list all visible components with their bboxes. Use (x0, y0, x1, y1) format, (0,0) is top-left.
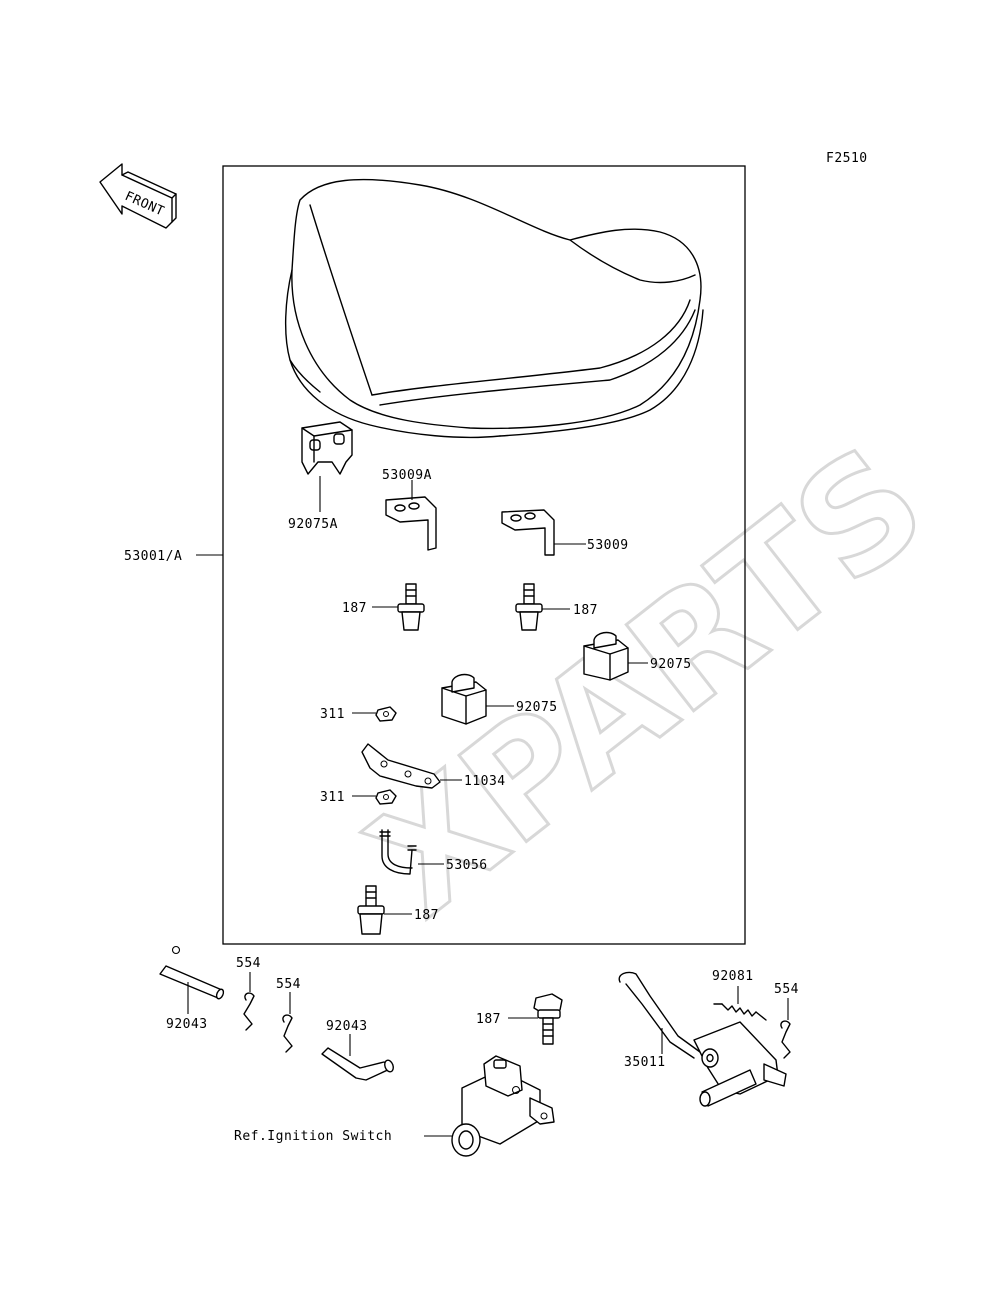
nut-311-lower-icon (375, 789, 397, 805)
pin-554-2-icon (282, 1014, 293, 1053)
bracket-53009a-icon (385, 496, 437, 551)
ignition-switch-icon (451, 1055, 555, 1157)
front-arrow-label: FRONT (122, 189, 166, 220)
label-53009a: 53009A (382, 468, 432, 483)
spring-92081-icon (713, 1003, 767, 1021)
hose-92043-left-icon (159, 945, 225, 1000)
label-53001a: 53001/A (124, 549, 182, 564)
pin-554-3-icon (780, 1020, 791, 1059)
label-187-right: 187 (573, 603, 598, 618)
label-35011: 35011 (624, 1055, 666, 1070)
label-187-left: 187 (342, 601, 367, 616)
label-554-1: 554 (236, 956, 261, 971)
nut-311-upper-icon (375, 706, 397, 722)
watermark: XPARTS (339, 414, 956, 949)
label-554-3: 554 (774, 982, 799, 997)
label-53009: 53009 (587, 538, 629, 553)
label-53056: 53056 (446, 858, 488, 873)
label-187-lock: 187 (476, 1012, 501, 1027)
label-554-2: 554 (276, 977, 301, 992)
bolt-187-right-icon (515, 583, 543, 631)
label-311-lower: 311 (320, 790, 345, 805)
label-187-bottom: 187 (414, 908, 439, 923)
cap-92075a-icon (301, 421, 353, 475)
figure-code: F2510 (826, 151, 868, 166)
label-92075-center: 92075 (516, 700, 558, 715)
label-92081: 92081 (712, 969, 754, 984)
label-ignition-ref: Ref.Ignition Switch (234, 1129, 392, 1144)
label-311-upper: 311 (320, 707, 345, 722)
bracket-53009-icon (501, 509, 555, 556)
label-11034: 11034 (464, 774, 506, 789)
label-92075a: 92075A (288, 517, 338, 532)
hook-53056-icon (379, 829, 417, 875)
label-92043-left: 92043 (166, 1017, 208, 1032)
label-92043-bent: 92043 (326, 1019, 368, 1034)
cap-92075-right-icon (583, 631, 629, 681)
plate-11034-icon (361, 743, 441, 789)
cap-92075-center-icon (441, 673, 487, 725)
bolt-187-lock-icon (533, 993, 563, 1045)
bolt-187-left-icon (397, 583, 425, 631)
seat-icon (284, 178, 704, 439)
hose-92043-bent-icon (321, 1047, 394, 1081)
bolt-187-bottom-icon (357, 885, 385, 935)
lever-35011-icon (618, 971, 787, 1107)
pin-554-1-icon (243, 992, 255, 1031)
label-92075-right: 92075 (650, 657, 692, 672)
front-arrow-icon: FRONT (99, 163, 177, 229)
